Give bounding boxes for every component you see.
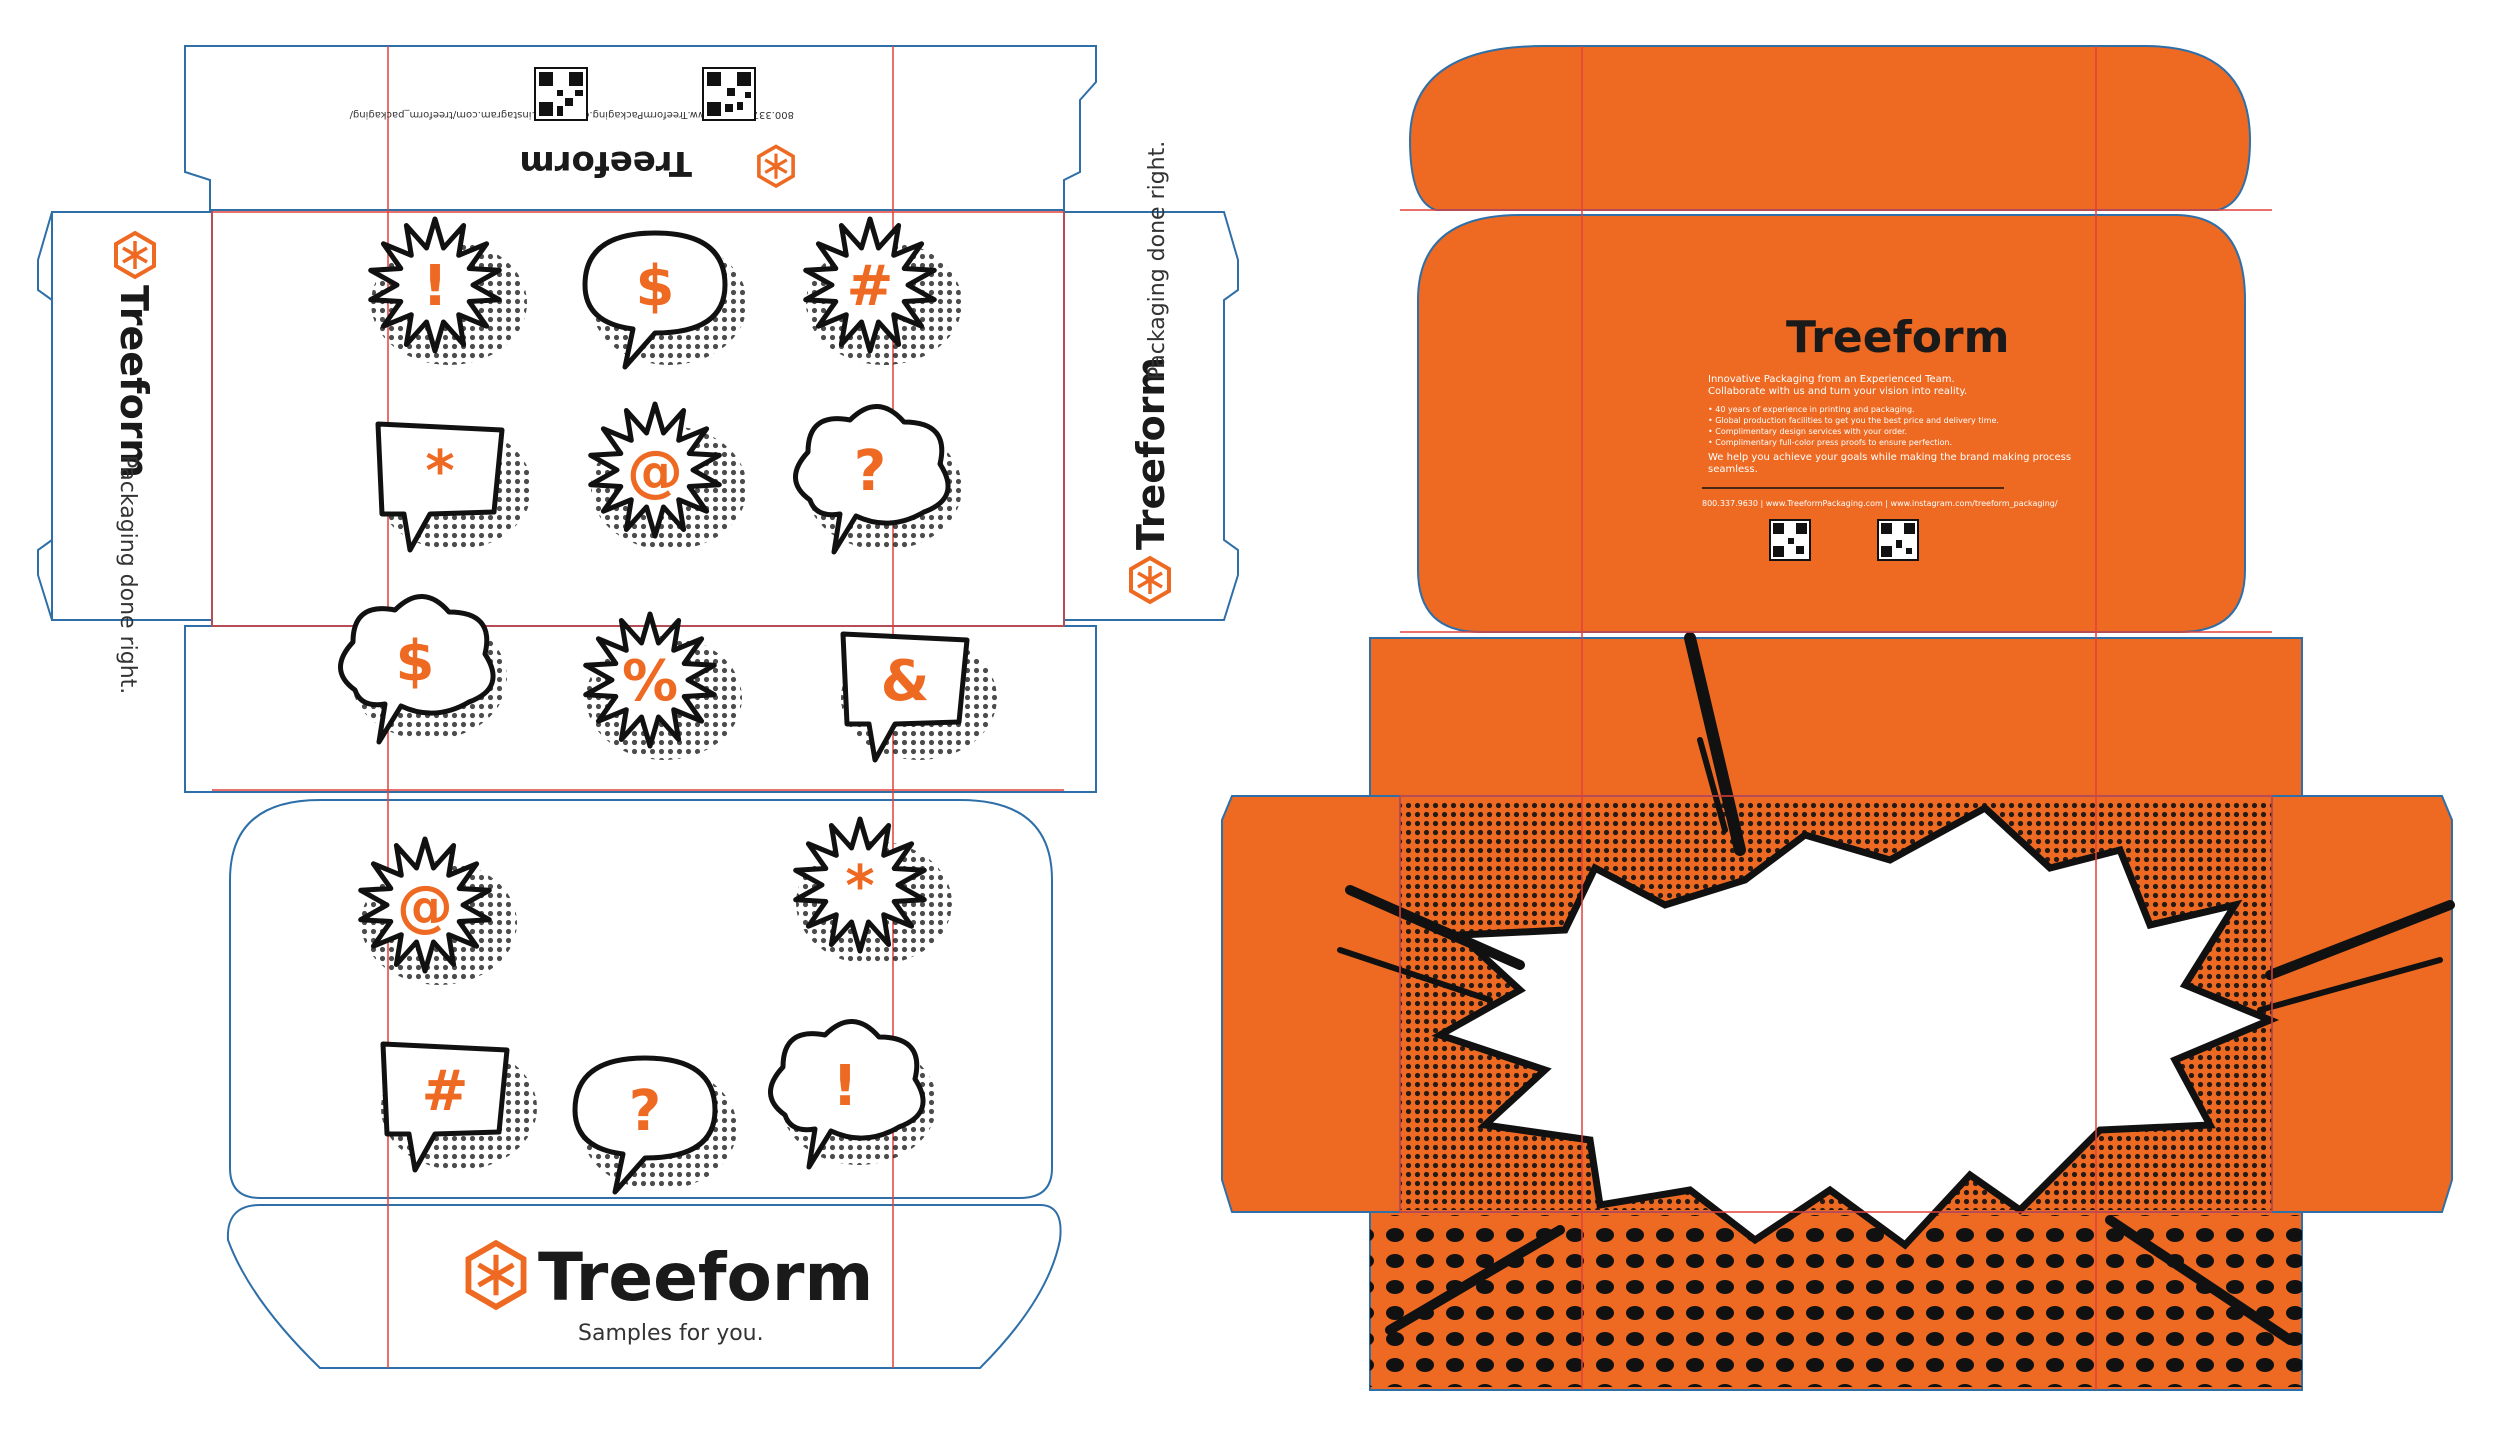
inside-lid-closing-line: We help you achieve your goals while mak… [1708,452,2071,463]
bubble-symbol: & [881,649,930,714]
qr-code-icon [702,67,756,121]
bubble-symbol: $ [396,629,435,694]
comic-bubble: ! [768,1019,937,1170]
comic-burst-shape [583,611,717,749]
inside-lid-headline-line: Collaborate with us and turn your vision… [1708,386,1967,397]
comic-bubble: ? [572,1055,737,1195]
bubble-symbol: ? [854,439,886,504]
comic-burst-shape [793,816,927,954]
comic-burst-shape [368,216,502,354]
bubble-symbol: ? [629,1079,661,1144]
inside-lid-bullet: • Global production facilities to get yo… [1708,416,1999,425]
bubble-symbol: * [425,439,454,504]
comic-bubble: @ [588,401,747,550]
comic-burst-shape [1431,803,2280,1250]
comic-bubble: & [840,631,997,763]
bubble-symbol: # [422,1059,469,1124]
comic-bubble: * [793,816,952,965]
comic-bubble: # [380,1041,537,1173]
top-flap-brand-name: Treeform [519,143,692,183]
front-flap-tagline: Samples for you. [578,1321,764,1346]
front-flap-brand: Treeform Samples for you. [468,1239,873,1346]
inside-lid-contact-line: 800.337.9630 | www.TreeformPackaging.com… [1702,499,2058,508]
left-side-brand: Treeform Packaging done right. [112,231,156,694]
inside-lid-bullet: • Complimentary full-color press proofs … [1708,438,1952,447]
right-dieline [1221,45,2455,1391]
bubble-symbol: $ [636,254,675,319]
bubble-symbol: * [845,854,874,919]
qr-code-icon [1877,519,1919,561]
front-flap-brand-name: Treeform [538,1239,873,1316]
right-side-brand-name: Treeform [1129,357,1173,550]
comic-burst-shape [588,401,722,539]
comic-bubble: $ [338,594,507,745]
comic-bubble: ? [793,404,962,555]
comic-bubble: % [583,611,742,760]
comic-burst-shape [803,216,937,354]
comic-speech-shape [582,230,728,370]
inside-lid-headline-line: Innovative Packaging from an Experienced… [1708,374,1955,385]
inside-lid-brand-name: Treeform [1786,312,2009,363]
bubble-symbol: @ [397,874,453,939]
inside-lid-bullet: • 40 years of experience in printing and… [1708,405,1915,414]
bubble-symbol: # [847,254,894,319]
comic-burst-shape [358,836,492,974]
left-side-brand-name: Treeform [112,285,156,478]
comic-bubble: # [803,216,962,365]
bottom-bubble-grid: @ * #?! [358,816,952,1195]
bubble-symbol: % [622,649,678,714]
comic-cloud-shape [338,594,496,745]
left-side-tagline: Packaging done right. [115,455,140,694]
right-side-brand: Treeform Packaging done right. [1129,141,1173,604]
comic-square-shape [375,421,505,553]
comic-cloud-shape [793,404,951,555]
inside-lid-bullets: • 40 years of experience in printing and… [1708,405,1999,447]
comic-bubble: @ [358,836,517,985]
inside-lid-closing-line: seamless. [1708,464,1758,475]
bubble-symbol: @ [627,439,683,504]
bubble-symbol: ! [832,1054,858,1119]
comic-speech-shape [572,1055,718,1195]
inside-lid-content: Treeform Innovative Packaging from an Ex… [1702,312,2074,561]
inside-lid-closing: We help you achieve your goals while mak… [1708,452,2074,475]
right-side-tagline: Packaging done right. [1145,141,1170,380]
comic-bubble: ! [368,216,527,365]
comic-cloud-shape [768,1019,926,1170]
comic-bubble: $ [582,230,747,370]
inside-lid-bullet: • Complimentary design services with you… [1708,427,1907,436]
comic-bubble: * [375,421,532,553]
comic-square-shape [380,1041,510,1173]
qr-code-icon [1769,519,1811,561]
inside-lid-headline: Innovative Packaging from an Experienced… [1708,374,1967,397]
top-bubble-grid: ! $ # * @? $% & [338,216,997,763]
top-flap-qr-codes [534,67,756,121]
bubble-symbol: ! [422,254,448,319]
comic-square-shape [840,631,970,763]
qr-code-icon [534,67,588,121]
